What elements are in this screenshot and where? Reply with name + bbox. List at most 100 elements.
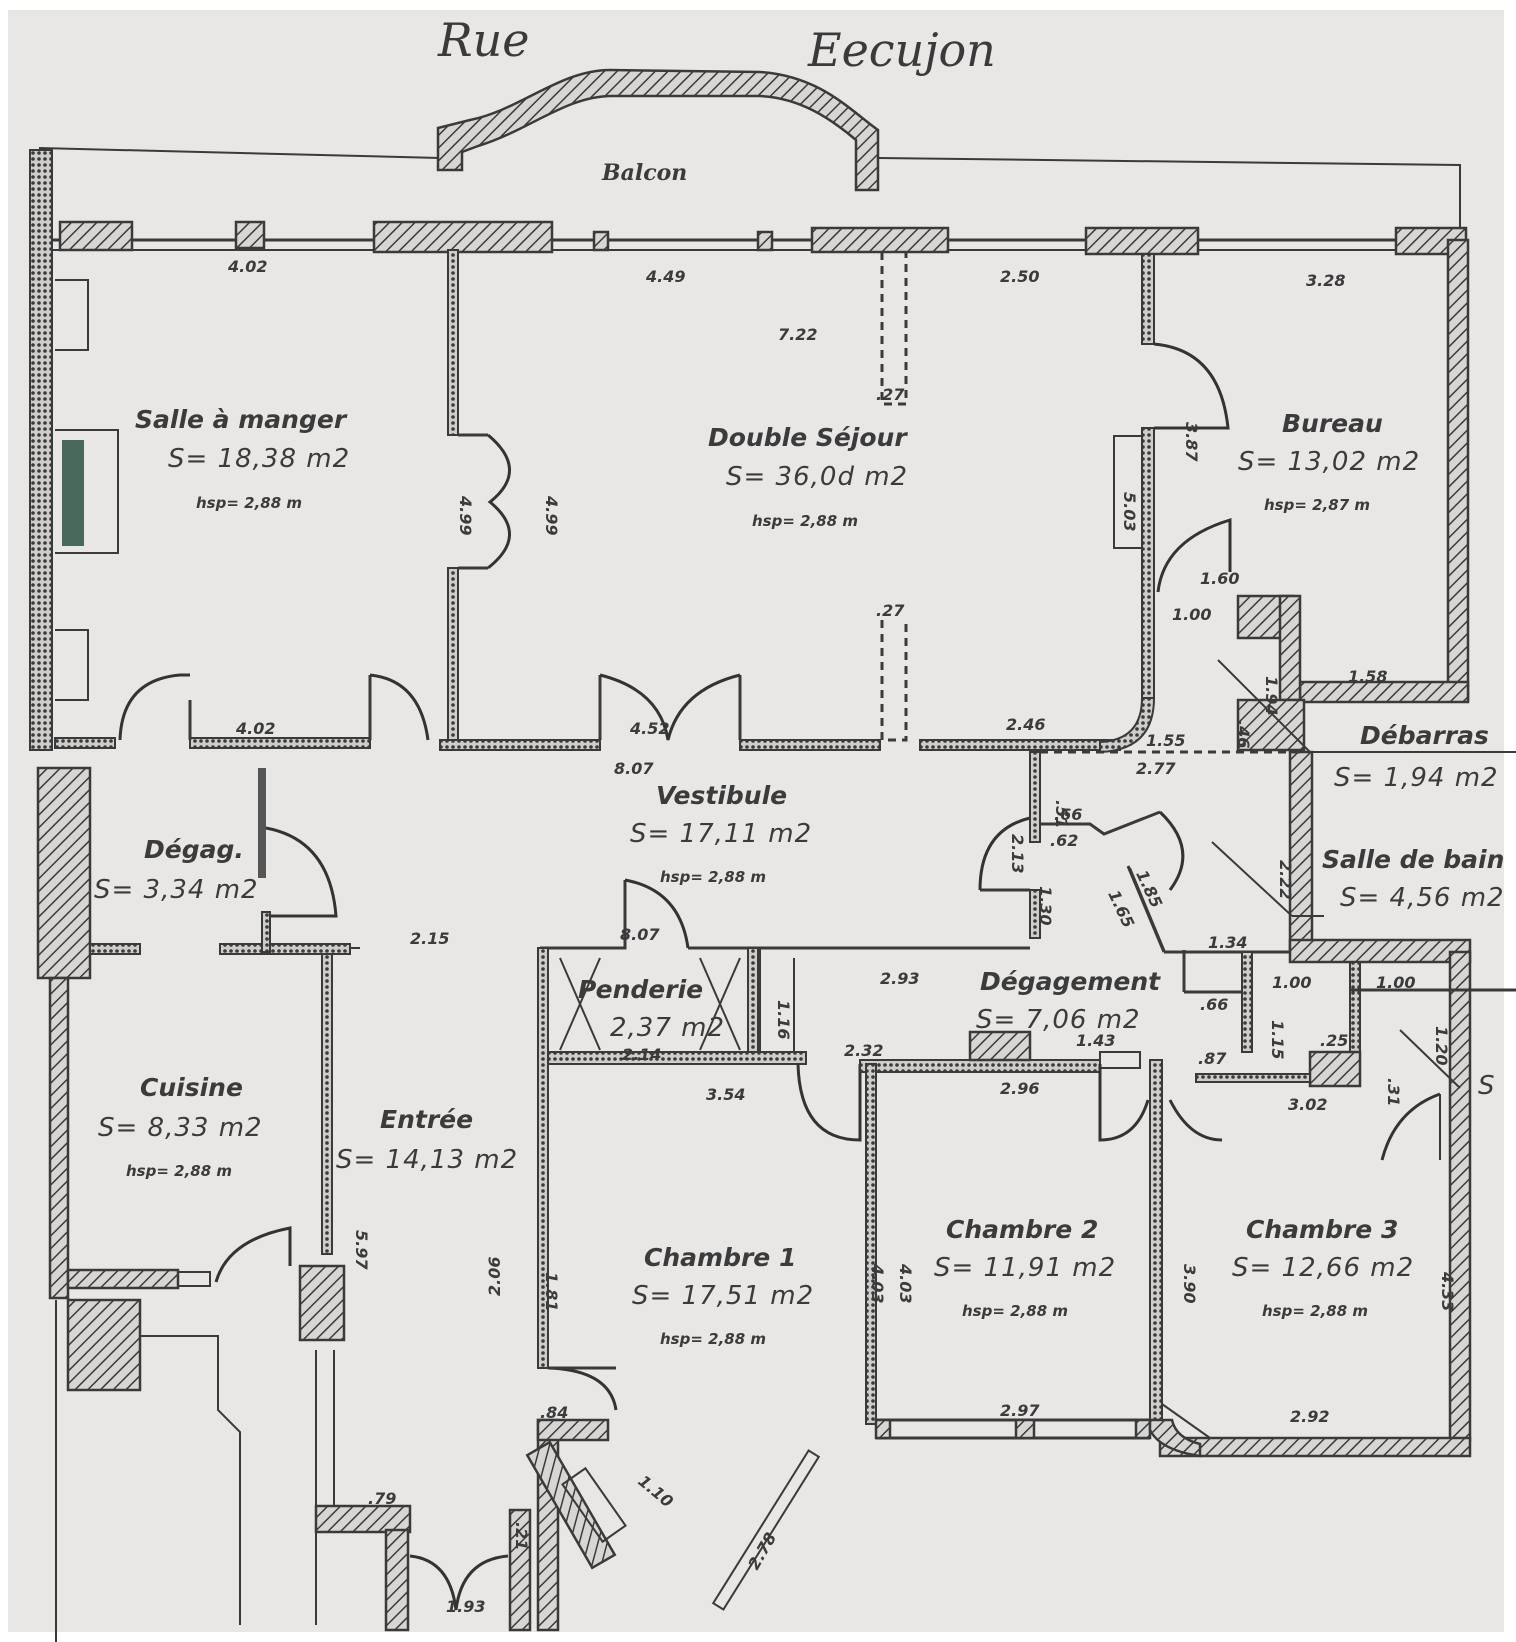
room-name: Double Séjour bbox=[708, 423, 908, 452]
dim-label: 4.03 bbox=[868, 1263, 887, 1303]
dim-label: 8.07 bbox=[614, 759, 654, 778]
door-wc[interactable] bbox=[1380, 1092, 1441, 1161]
room-name: Chambre 2 bbox=[946, 1215, 1098, 1244]
door-cuisine[interactable] bbox=[214, 1226, 292, 1283]
dim-label: .51 bbox=[1052, 800, 1071, 828]
bottom-wall-row1 bbox=[54, 673, 1121, 751]
door-chambre3[interactable] bbox=[1168, 1099, 1223, 1142]
room-hsp: hsp= 2,88 m bbox=[126, 1162, 232, 1180]
room-name: Bureau bbox=[1282, 409, 1383, 438]
chambre-walls bbox=[859, 1030, 1472, 1458]
dim-label: 4.52 bbox=[629, 719, 669, 738]
room-salle-a-manger: Salle à manger S= 18,38 m2 hsp= 2,88 m bbox=[135, 405, 349, 512]
street-name-word2: Eecujon bbox=[807, 23, 996, 77]
room-area: S= 36,0d m2 bbox=[726, 462, 908, 492]
dim-label: 1.10 bbox=[634, 1471, 676, 1511]
balcony-railing bbox=[436, 68, 880, 192]
dim-label: 1.60 bbox=[1200, 569, 1239, 588]
door-chambre1[interactable] bbox=[796, 1063, 862, 1142]
door-chambre2[interactable] bbox=[1098, 1064, 1150, 1142]
degagement-walls bbox=[978, 751, 1516, 1161]
dim-label: 5.03 bbox=[1120, 492, 1139, 531]
dim-label: 2.50 bbox=[1000, 267, 1039, 286]
vestibule-penderie-walls bbox=[537, 878, 1030, 1369]
door-bureau-top[interactable] bbox=[1153, 342, 1230, 430]
double-door-salle-sejour[interactable] bbox=[487, 433, 511, 570]
room-area: S= 7,06 m2 bbox=[976, 1005, 1141, 1035]
door-degag[interactable] bbox=[265, 826, 338, 918]
dim-label: 1.15 bbox=[1268, 1020, 1287, 1059]
room-area: S= 13,02 m2 bbox=[1238, 447, 1420, 477]
door-penderie[interactable] bbox=[624, 878, 690, 949]
dim-label: 2.06 bbox=[485, 1257, 504, 1296]
dim-label: .27 bbox=[876, 385, 905, 404]
room-area: S= 3,34 m2 bbox=[94, 875, 259, 905]
door-salle-right[interactable] bbox=[369, 673, 430, 741]
dim-label: 2.15 bbox=[410, 929, 449, 948]
dim-label: 2.96 bbox=[1000, 1079, 1039, 1098]
double-door-sejour-vestibule[interactable] bbox=[599, 673, 741, 741]
entrance-double-door[interactable] bbox=[409, 1554, 509, 1611]
dim-label: 3.90 bbox=[1180, 1264, 1199, 1303]
dim-label: 8.07 bbox=[620, 925, 660, 944]
balcony-label: Balcon bbox=[601, 160, 687, 186]
dim-label: 1.16 bbox=[774, 1000, 793, 1039]
room-area: S= 8,33 m2 bbox=[98, 1113, 263, 1143]
dim-label: 1.30 bbox=[1036, 886, 1055, 925]
room-hsp: hsp= 2,88 m bbox=[196, 494, 302, 512]
room-chambre1: Chambre 1 S= 17,51 m2 hsp= 2,88 m bbox=[632, 1243, 813, 1348]
dim-label: 1.20 bbox=[1432, 1026, 1451, 1065]
dim-label: 3.28 bbox=[1306, 271, 1345, 290]
left-lower-wall bbox=[48, 976, 70, 1300]
salle-windows bbox=[55, 279, 119, 701]
dim-label: 4.03 bbox=[896, 1263, 915, 1303]
room-area: S= 1,94 m2 bbox=[1334, 763, 1499, 793]
room-area: S= 17,11 m2 bbox=[630, 819, 812, 849]
dim-label: 2.46 bbox=[1006, 715, 1045, 734]
door-bureau-closet[interactable] bbox=[1156, 517, 1232, 593]
door-degagement-left[interactable] bbox=[978, 816, 1031, 891]
dim-label: .87 bbox=[1198, 1049, 1227, 1068]
dim-label: 1.93 bbox=[446, 1597, 485, 1616]
chambre1-walls bbox=[525, 1063, 862, 1632]
room-area: S= 4,56 m2 bbox=[1340, 883, 1505, 913]
room-area: S= 14,13 m2 bbox=[336, 1145, 518, 1175]
partition-salle-sejour-upper bbox=[447, 249, 459, 436]
floor-plan-paper bbox=[8, 10, 1504, 1632]
dim-label: 1.43 bbox=[1076, 1031, 1115, 1050]
dim-label: 1.58 bbox=[1348, 667, 1387, 686]
balcony: Balcon bbox=[39, 68, 1461, 240]
street-name-word1: Rue bbox=[437, 13, 529, 67]
room-cuisine: Cuisine S= 8,33 m2 hsp= 2,88 m bbox=[98, 1073, 263, 1180]
dim-label: 2.32 bbox=[844, 1041, 883, 1060]
dim-label: 4.49 bbox=[645, 267, 685, 286]
door-degagement-sdb[interactable] bbox=[1158, 810, 1185, 891]
room-hsp: hsp= 2,87 m bbox=[1264, 496, 1370, 514]
room-name: Salle de bain bbox=[1322, 845, 1504, 874]
dim-label: 2.92 bbox=[1290, 1407, 1329, 1426]
dim-label: 1.81 bbox=[542, 1272, 561, 1311]
room-chambre3: Chambre 3 S= 12,66 m2 hsp= 2,88 m bbox=[1232, 1215, 1414, 1320]
left-exterior-wall bbox=[29, 149, 53, 751]
room-penderie: Penderie 2,37 m2 bbox=[578, 975, 724, 1043]
room-name: Chambre 3 bbox=[1246, 1215, 1398, 1244]
door-salle-left[interactable] bbox=[118, 673, 190, 741]
dim-label: .25 bbox=[1320, 1031, 1348, 1050]
dim-label: .84 bbox=[540, 1403, 568, 1422]
dim-label: 2.22 bbox=[1276, 860, 1295, 899]
dim-label: .79 bbox=[368, 1489, 396, 1508]
room-vestibule: Vestibule S= 17,11 m2 hsp= 2,88 m bbox=[630, 781, 812, 886]
room-area: S= 12,66 m2 bbox=[1232, 1253, 1414, 1283]
degag-walls bbox=[89, 768, 360, 955]
bathroom-walls bbox=[1040, 750, 1516, 1442]
dim-label: 1.00 bbox=[1376, 973, 1415, 992]
dim-label: 2.14 bbox=[622, 1045, 661, 1064]
room-bureau: Bureau S= 13,02 m2 hsp= 2,87 m bbox=[1238, 409, 1420, 514]
dim-label: 2.93 bbox=[880, 969, 919, 988]
dim-label: 1.65 bbox=[1104, 887, 1138, 931]
room-name: Penderie bbox=[578, 975, 703, 1004]
dim-label: 7.22 bbox=[778, 325, 817, 344]
room-name: Chambre 1 bbox=[644, 1243, 796, 1272]
dim-label: 2.78 bbox=[744, 1529, 780, 1573]
